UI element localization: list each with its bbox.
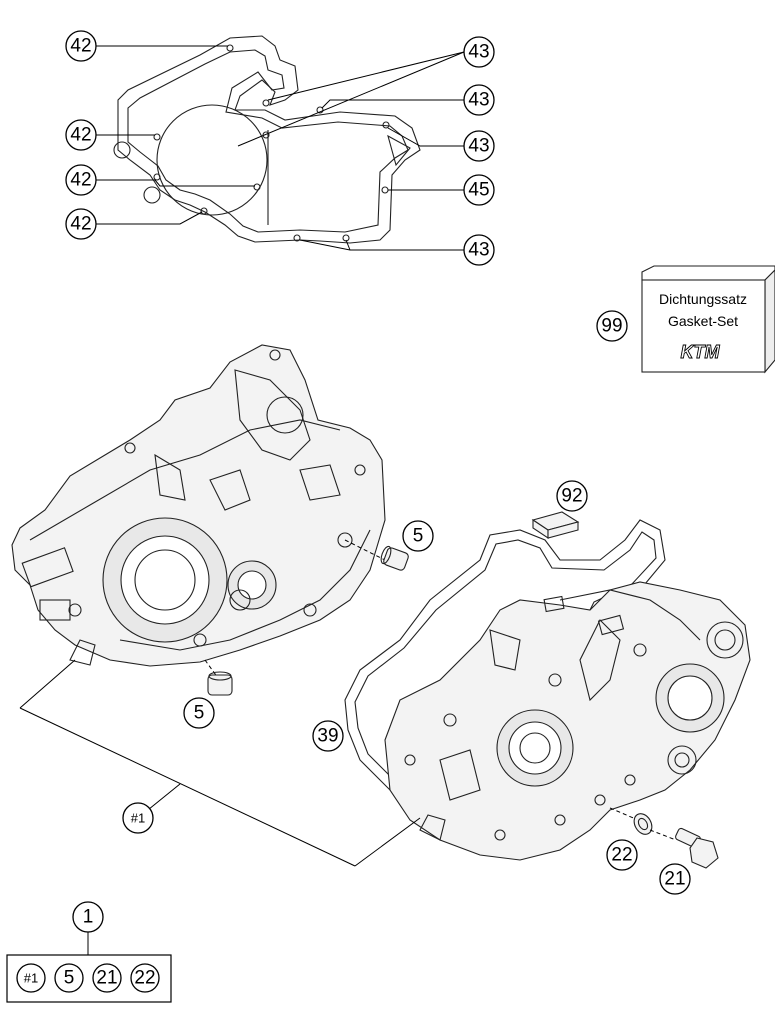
svg-text:43: 43	[468, 42, 489, 63]
sealing-washer	[609, 807, 653, 835]
gasket-leader-lines	[96, 45, 465, 251]
svg-text:42: 42	[70, 170, 91, 191]
svg-text:22: 22	[134, 968, 155, 989]
ktm-logo: KTM	[681, 342, 721, 362]
svg-text:99: 99	[601, 316, 622, 337]
svg-text:42: 42	[70, 36, 91, 57]
assembly-contents-box: #1 5 21 22	[6, 954, 172, 1003]
svg-text:42: 42	[70, 214, 91, 235]
callout-43-b: 43	[463, 84, 495, 116]
callout-43-a: 43	[463, 36, 495, 68]
small-plate-92	[531, 511, 580, 540]
right-crankcase-half	[384, 581, 751, 861]
svg-text:#1: #1	[24, 971, 38, 986]
assembly-item-3: 21	[92, 963, 122, 993]
svg-text:1: 1	[83, 907, 94, 928]
assembly-item-4: 22	[130, 963, 160, 993]
callout-22: 22	[606, 839, 638, 871]
gasket-kit-box: Dichtungssatz Gasket-Set KTM	[641, 265, 775, 374]
callout-43-c: 43	[463, 130, 495, 162]
gasket-kit-label-en: Gasket-Set	[668, 313, 738, 329]
callout-5-lower: 5	[183, 697, 215, 729]
callout-21: 21	[659, 863, 691, 895]
callout-42-d: 42	[65, 208, 97, 240]
callout-99: 99	[596, 310, 628, 342]
callout-42-a: 42	[65, 30, 97, 62]
svg-text:39: 39	[317, 726, 338, 747]
svg-text:92: 92	[561, 486, 582, 507]
callout-92: 92	[556, 480, 588, 512]
svg-text:43: 43	[468, 90, 489, 111]
callout-assembly-hash1: #1	[122, 802, 154, 834]
svg-text:22: 22	[611, 845, 632, 866]
callout-42-c: 42	[65, 164, 97, 196]
left-crankcase-half	[11, 344, 386, 667]
svg-text:45: 45	[468, 180, 489, 201]
svg-text:43: 43	[468, 240, 489, 261]
svg-text:5: 5	[64, 968, 75, 989]
callout-1: 1	[72, 901, 104, 955]
svg-text:42: 42	[70, 125, 91, 146]
assembly-item-2: 5	[54, 963, 84, 993]
drain-screw	[649, 827, 719, 869]
gasket-kit-label-de: Dichtungssatz	[659, 291, 747, 307]
svg-text:5: 5	[194, 703, 205, 724]
svg-text:5: 5	[413, 526, 424, 547]
dowel-sleeve-upper	[344, 539, 409, 571]
dowel-sleeve-lower	[204, 659, 233, 696]
svg-text:43: 43	[468, 136, 489, 157]
callout-5-upper: 5	[402, 520, 434, 552]
callout-45: 45	[463, 174, 495, 206]
callout-43-d: 43	[463, 234, 495, 266]
callout-39: 39	[312, 720, 344, 752]
svg-text:#1: #1	[131, 811, 145, 826]
svg-text:21: 21	[664, 869, 685, 890]
assembly-item-1: #1	[16, 963, 46, 993]
callout-42-b: 42	[65, 119, 97, 151]
svg-text:21: 21	[96, 968, 117, 989]
crankcase-gasket	[113, 35, 421, 244]
